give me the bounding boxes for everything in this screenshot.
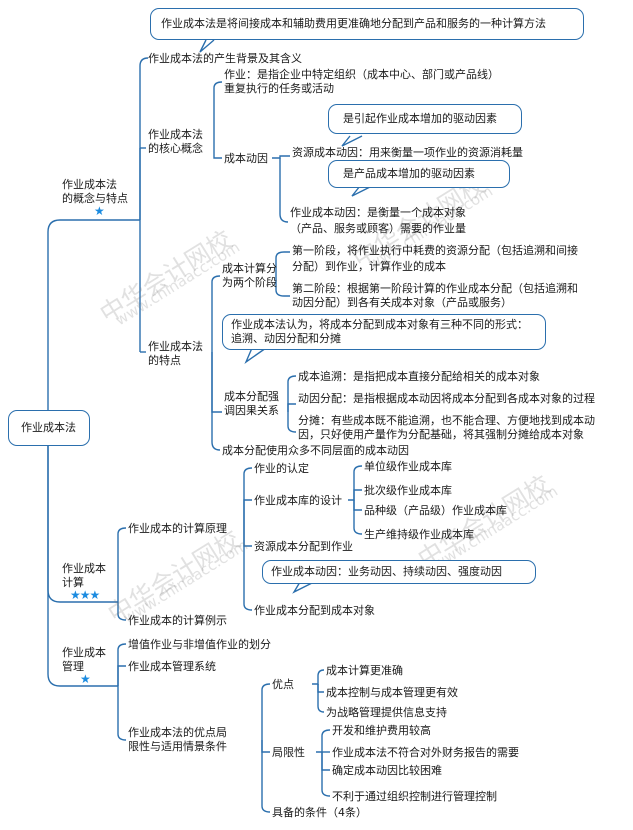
- branch3-label-line2: 管理: [62, 660, 84, 673]
- con-item-4: 不利于通过组织控制进行管理控制: [332, 790, 497, 803]
- cons-node: 局限性: [272, 746, 305, 759]
- activity-to-object-node: 作业成本分配到成本对象: [254, 604, 375, 617]
- resource-to-activity-node: 资源成本分配到作业: [254, 540, 353, 553]
- pro-item-2: 成本控制与成本管理更有效: [326, 686, 458, 699]
- branch2-label-line1: 作业成本: [62, 562, 106, 575]
- cost-driver-node: 成本动因: [224, 152, 268, 165]
- pool-sustain: 生产维持级作业成本库: [364, 528, 474, 541]
- stage1-line2: 分配）到作业，计算作业的成本: [292, 260, 446, 273]
- branch1-label-line2: 的概念与特点: [62, 192, 128, 205]
- callout-definition-text: 作业成本法是将间接成本和辅助费用更准确地分配到产品和服务的一种计算方法: [161, 17, 546, 30]
- branch3-label-line1: 作业成本: [62, 646, 106, 659]
- driver-alloc-node: 动因分配：是指根据成本动因将成本分配到各成本对象的过程: [298, 392, 595, 405]
- con-item-1: 开发和维护费用较高: [332, 724, 431, 737]
- callout-activity-driver: 是产品成本增加的驱动因素: [328, 160, 510, 188]
- callout-three-forms-line2: 追溯、动因分配和分摊: [231, 332, 341, 345]
- activity-def-line2: 重复执行的任务或活动: [224, 82, 334, 95]
- example-node: 作业成本的计算例示: [128, 614, 227, 627]
- core-label-line1: 作业成本法: [148, 128, 203, 141]
- con-item-3: 确定成本动因比较困难: [332, 764, 442, 777]
- two-stages-line1: 成本计算分: [222, 262, 277, 275]
- identify-node: 作业的认定: [254, 462, 309, 475]
- value-division-node: 增值作业与非增值作业的划分: [128, 638, 271, 651]
- resource-driver-node: 资源成本动因：用来衡量一项作业的资源消耗量: [292, 146, 523, 159]
- callout-cost-driver: 是引起作业成本增加的驱动因素: [328, 104, 522, 134]
- importance-star-icon: ★: [80, 672, 91, 686]
- callout-three-forms: 作业成本法认为，将成本分配到成本对象有三种不同的形式： 追溯、动因分配和分摊: [222, 314, 546, 350]
- apportion-line2: 因，只好使用产量作为分配基础，将其强制分摊给成本对象: [298, 428, 584, 441]
- branch2-label-line2: 计算: [62, 576, 84, 589]
- pool-design-node: 作业成本库的设计: [254, 494, 342, 507]
- pros-node: 优点: [272, 678, 294, 691]
- root-node: 作业成本法: [8, 410, 90, 446]
- conditions-node: 具备的条件（4条）: [272, 806, 367, 819]
- callout-activity-driver-types-text: 作业成本动因：业务动因、持续动因、强度动因: [271, 565, 502, 578]
- stage2-line2: 动因分配）到各有关成本对象（产品或服务）: [292, 296, 512, 309]
- callout-three-forms-line1: 作业成本法认为，将成本分配到成本对象有三种不同的形式：: [231, 318, 528, 331]
- allocation-line1: 成本分配强: [224, 390, 279, 403]
- callout-definition: 作业成本法是将间接成本和辅助费用更准确地分配到产品和服务的一种计算方法: [150, 8, 584, 40]
- apportion-line1: 分摊：有些成本既不能追溯，也不能合理、方便地找到成本动: [298, 414, 595, 427]
- stage1-line1: 第一阶段，将作业执行中耗费的资源分配（包括追溯和间接: [292, 244, 578, 257]
- core-label-line2: 的核心概念: [148, 142, 203, 155]
- evaluation-line1: 作业成本法的优点局: [128, 726, 227, 739]
- two-stages-line2: 为两个阶段: [222, 276, 277, 289]
- importance-star-icon: ★: [94, 204, 105, 218]
- multi-level-node: 成本分配使用众多不同层面的成本动因: [222, 444, 409, 457]
- root-label: 作业成本法: [21, 421, 76, 434]
- callout-activity-driver-text: 是产品成本增加的驱动因素: [343, 167, 475, 180]
- trace-node: 成本追溯：是指把成本直接分配给相关的成本对象: [298, 370, 540, 383]
- stage2-line1: 第二阶段：根据第一阶段计算的作业成本分配（包括追溯和: [292, 282, 578, 295]
- allocation-line2: 调因果关系: [224, 404, 279, 417]
- branch1-label-line1: 作业成本法: [62, 178, 117, 191]
- importance-star-icon: ★★★: [70, 588, 100, 602]
- mgmt-system-node: 作业成本管理系统: [128, 660, 216, 673]
- pool-batch: 批次级作业成本库: [364, 484, 452, 497]
- activity-driver-line2: （产品、服务或顾客）需要的作业量: [290, 222, 466, 235]
- callout-cost-driver-text: 是引起作业成本增加的驱动因素: [343, 112, 497, 125]
- features-label-line2: 的特点: [148, 354, 181, 367]
- activity-driver-line1: 作业成本动因：是衡量一个成本对象: [290, 206, 466, 219]
- callout-activity-driver-types: 作业成本动因：业务动因、持续动因、强度动因: [262, 560, 536, 584]
- features-label-line1: 作业成本法: [148, 340, 203, 353]
- pro-item-3: 为战略管理提供信息支持: [326, 706, 447, 719]
- evaluation-line2: 限性与适用情景条件: [128, 740, 227, 753]
- con-item-2: 作业成本法不符合对外财务报告的需要: [332, 746, 519, 759]
- principle-node: 作业成本的计算原理: [128, 522, 227, 535]
- pro-item-1: 成本计算更准确: [326, 664, 403, 677]
- pool-product: 品种级（产品级）作业成本库: [364, 504, 507, 517]
- activity-def-line1: 作业：是指企业中特定组织（成本中心、部门或产品线）: [224, 68, 499, 81]
- pool-unit: 单位级作业成本库: [364, 460, 452, 473]
- background-node: 作业成本法的产生背景及其含义: [148, 52, 302, 65]
